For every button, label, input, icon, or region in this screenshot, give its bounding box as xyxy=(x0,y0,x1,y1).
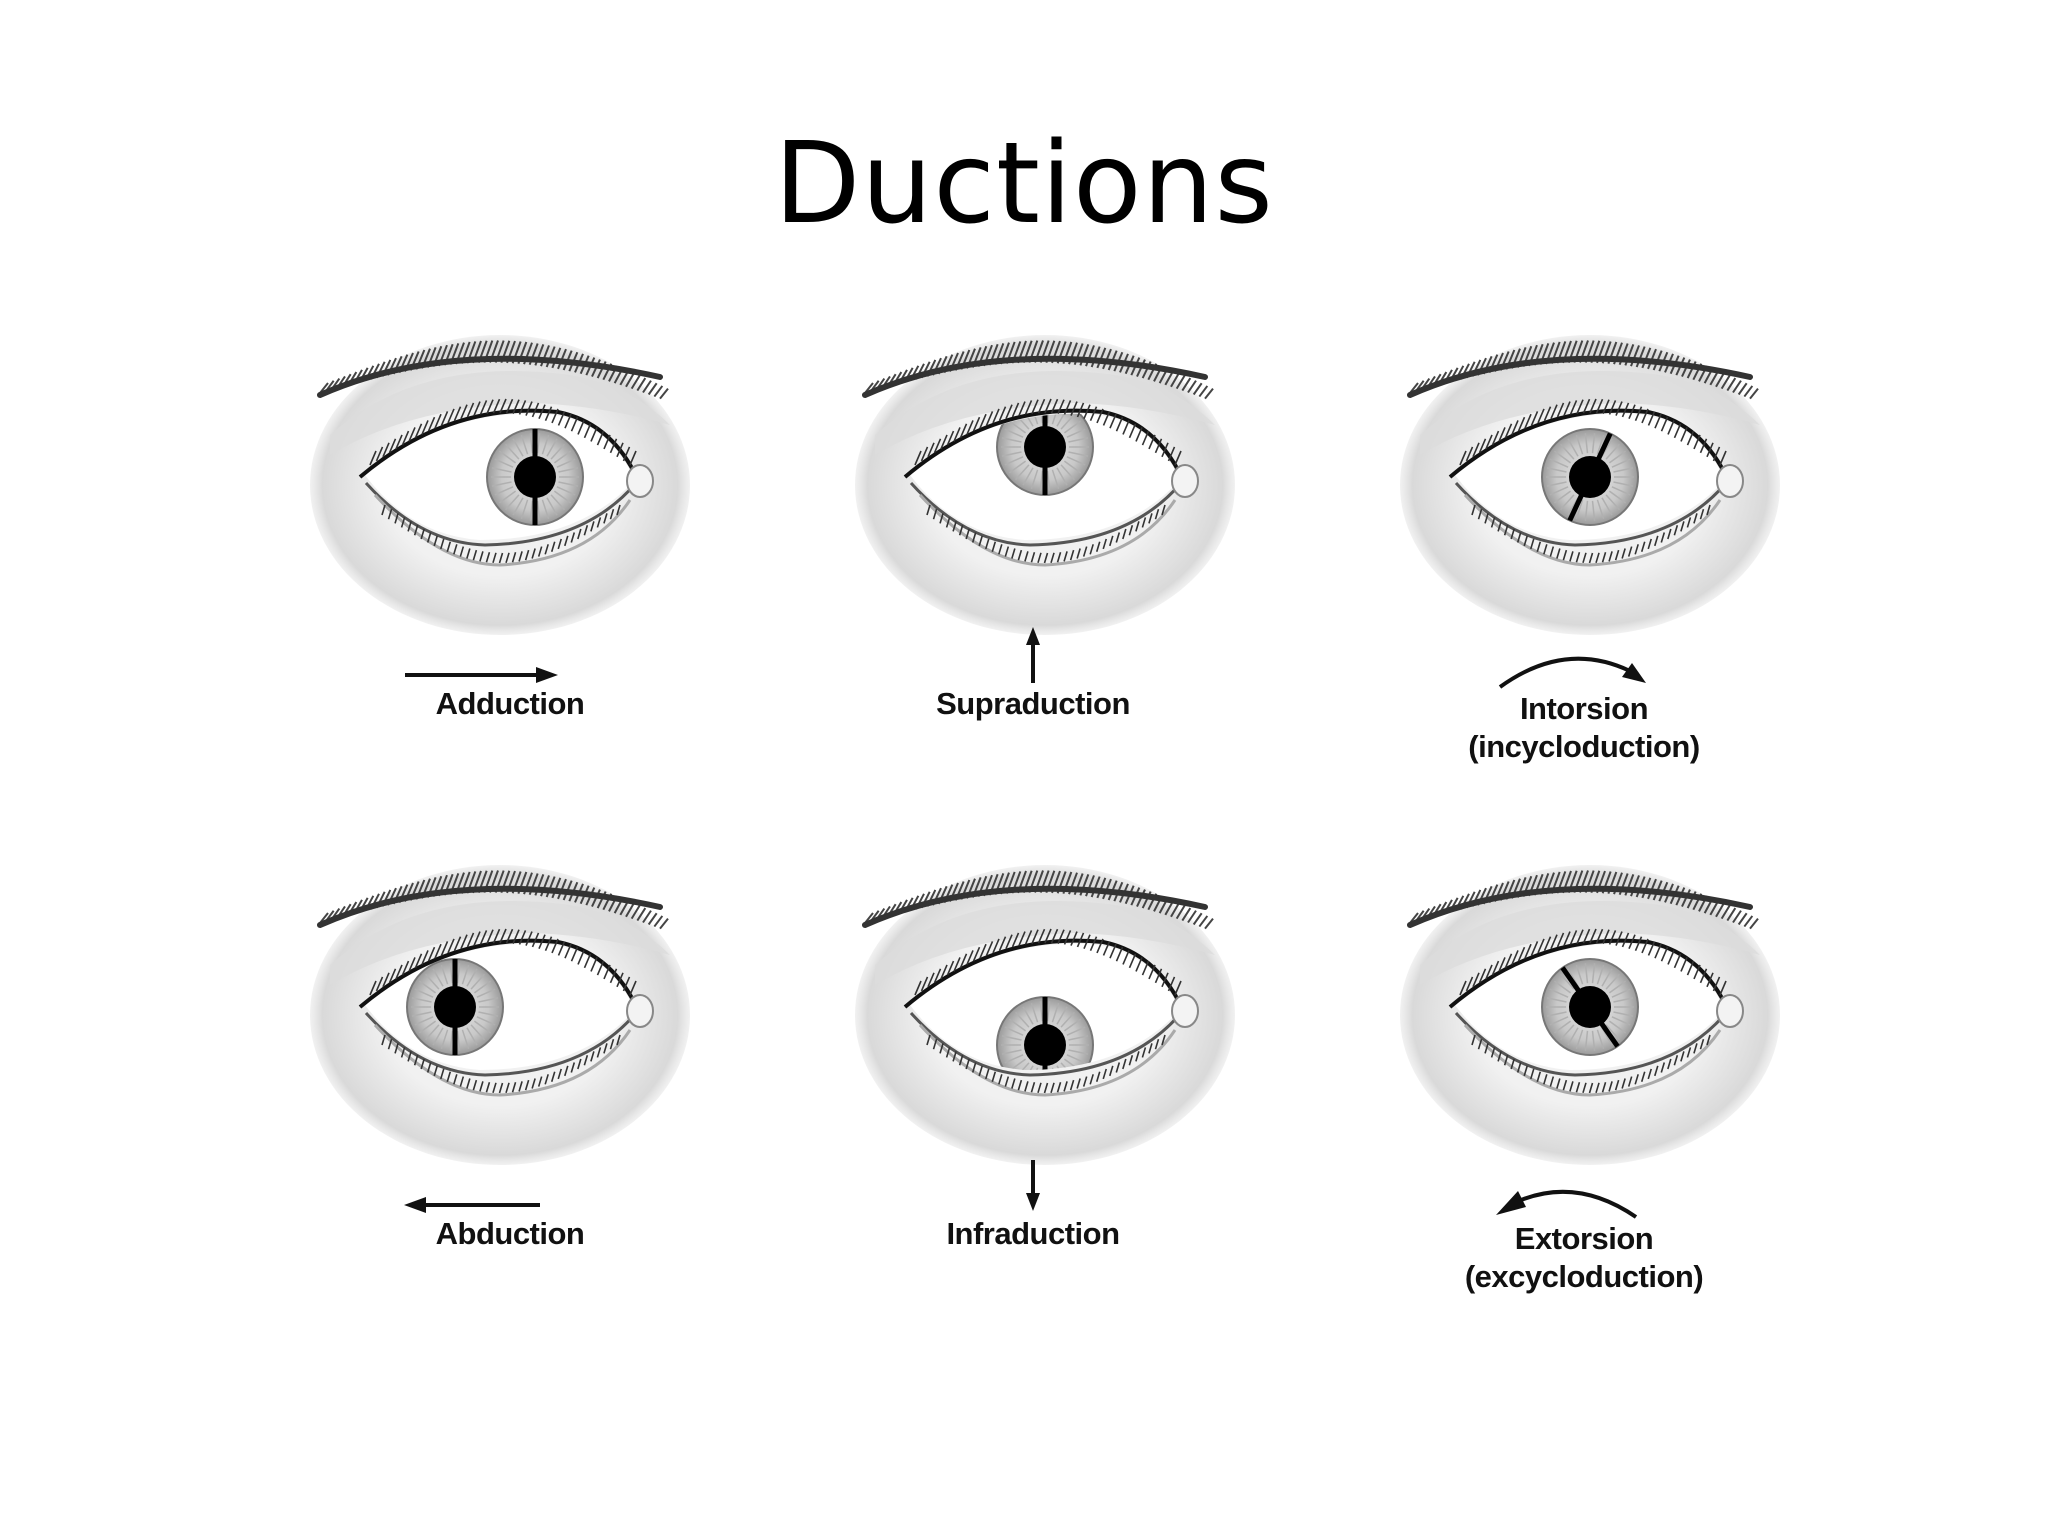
label-line: Extorsion xyxy=(1514,1221,1654,1256)
label-line: (excycloduction) xyxy=(1464,1259,1704,1294)
panel-infraduction: Infraduction xyxy=(845,845,1265,1345)
panel-extorsion: Extorsion (excycloduction) xyxy=(1390,845,1810,1345)
ductions-figure: Adduction Supraduction Intorsion (incycl… xyxy=(300,315,1800,1355)
label-line: Infraduction xyxy=(946,1216,1120,1251)
panel-label: Infraduction xyxy=(823,1215,1243,1253)
label-line: (incycloduction) xyxy=(1468,729,1700,764)
label-line: Adduction xyxy=(435,686,585,721)
panel-supraduction: Supraduction xyxy=(845,315,1265,815)
label-line: Abduction xyxy=(435,1216,585,1251)
panel-label: Extorsion (excycloduction) xyxy=(1374,1220,1794,1296)
panel-abduction: Abduction xyxy=(300,845,720,1345)
label-line: Intorsion xyxy=(1519,691,1649,726)
eye-infraduction-icon xyxy=(855,865,1235,1165)
eye-abduction-icon xyxy=(310,865,690,1165)
panel-label: Intorsion (incycloduction) xyxy=(1374,690,1794,766)
panel-label: Abduction xyxy=(300,1215,720,1253)
panel-label: Adduction xyxy=(300,685,720,723)
eye-extorsion-icon xyxy=(1400,865,1780,1165)
eye-intorsion-icon xyxy=(1400,335,1780,635)
eye-adduction-icon xyxy=(310,335,690,635)
panel-adduction: Adduction xyxy=(300,315,720,815)
label-line: Supraduction xyxy=(936,686,1130,721)
panel-intorsion: Intorsion (incycloduction) xyxy=(1390,315,1810,815)
slide-title: Ductions xyxy=(774,119,1274,249)
eye-supraduction-icon xyxy=(855,335,1235,635)
panel-label: Supraduction xyxy=(823,685,1243,723)
